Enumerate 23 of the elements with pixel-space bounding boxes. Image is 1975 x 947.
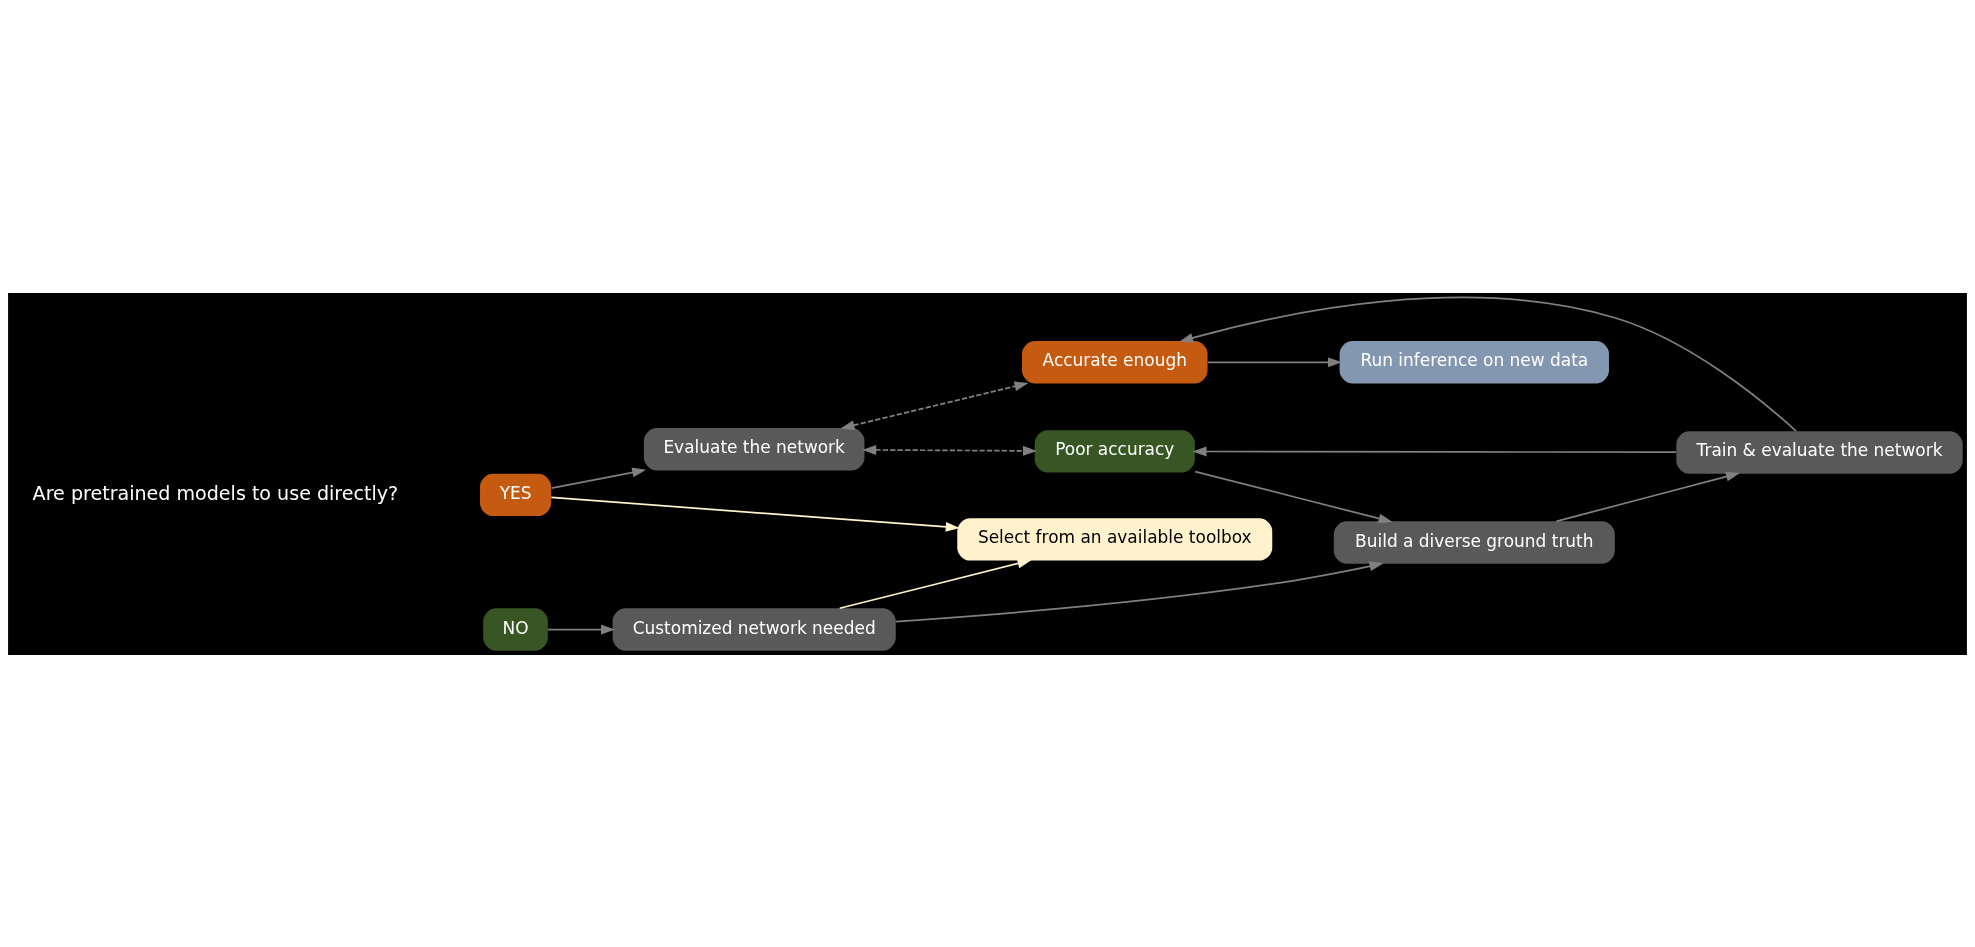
node-box: Train & evaluate the network	[1676, 430, 1963, 474]
node-box: Build a diverse ground truth	[1333, 520, 1615, 564]
node-box: Accurate enough	[1021, 340, 1208, 383]
label: Are pretrained models to use directly?	[32, 481, 399, 505]
node-box: Run inference on new data	[1339, 340, 1609, 383]
node-box: YES	[480, 473, 552, 516]
arrow	[1194, 470, 1393, 523]
node-box: Evaluate the network	[643, 427, 865, 470]
node-box: Customized network needed	[612, 607, 896, 651]
node-box: NO	[483, 607, 548, 651]
arrow	[840, 381, 1029, 430]
arrow	[550, 496, 960, 532]
node-box: Poor accuracy	[1034, 429, 1195, 473]
arrow	[550, 467, 647, 489]
arrow	[1192, 446, 1677, 456]
arrow	[1555, 471, 1741, 522]
arrow	[1179, 296, 1797, 432]
node-box: Select from an available toolbox	[957, 517, 1273, 561]
arrow	[862, 444, 1037, 456]
arrow	[895, 560, 1384, 622]
arrow	[838, 558, 1032, 609]
arrow	[1207, 356, 1342, 367]
arrow	[547, 624, 615, 634]
